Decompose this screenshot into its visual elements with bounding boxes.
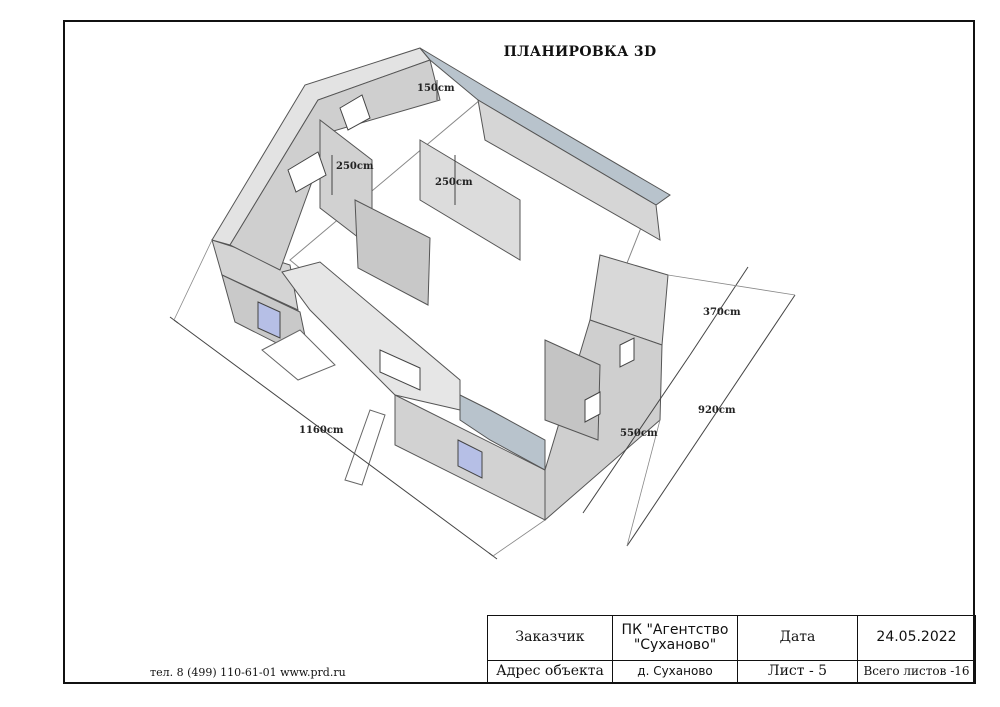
date-label: Дата	[737, 615, 858, 661]
window-right-2	[584, 391, 601, 423]
date-value: 24.05.2022	[857, 615, 976, 661]
window-left-lower	[257, 301, 281, 339]
partition-wall-center	[419, 139, 521, 261]
dimension-extension-lines	[173, 239, 796, 557]
dimension-label-550: 550cm	[620, 428, 658, 439]
dimension-label-920: 920cm	[698, 405, 736, 416]
dimension-label-370: 370cm	[703, 307, 741, 318]
front-top-strip	[459, 394, 546, 471]
drawing-title: ПЛАНИРОВКА 3D	[503, 44, 657, 60]
dimension-label-150: 150cm	[417, 83, 455, 94]
customer-value: ПК "Агентство "Суханово"	[612, 615, 738, 661]
sheet-label: Лист - 5	[737, 659, 858, 685]
dimension-lines	[169, 80, 796, 560]
partition-wall-small	[354, 199, 431, 306]
right-outer-wall	[544, 319, 663, 522]
dimension-label-250-center: 250cm	[435, 177, 473, 188]
window-left-gable-1	[287, 151, 327, 193]
address-value: д. Суханово	[612, 659, 738, 685]
customer-label: Заказчик	[487, 615, 613, 661]
total-sheets-label: Всего листов -16	[857, 659, 976, 685]
porch-stair	[344, 409, 386, 486]
window-left-gable-2	[339, 94, 371, 131]
title-block: Заказчик ПК "Агентство "Суханово" Дата 2…	[487, 615, 976, 685]
window-front-lower	[457, 439, 483, 479]
dimension-label-1160: 1160cm	[299, 425, 344, 436]
dimension-label-250-left: 250cm	[336, 161, 374, 172]
porch-step	[261, 329, 336, 381]
footer-contacts: тел. 8 (499) 110-61-01 www.prd.ru	[150, 666, 346, 679]
window-right-1	[619, 337, 635, 368]
back-right-wall	[477, 99, 661, 241]
left-gable-inner	[229, 59, 441, 271]
window-front-gable	[379, 349, 421, 391]
address-label: Адрес объекта	[487, 659, 613, 685]
